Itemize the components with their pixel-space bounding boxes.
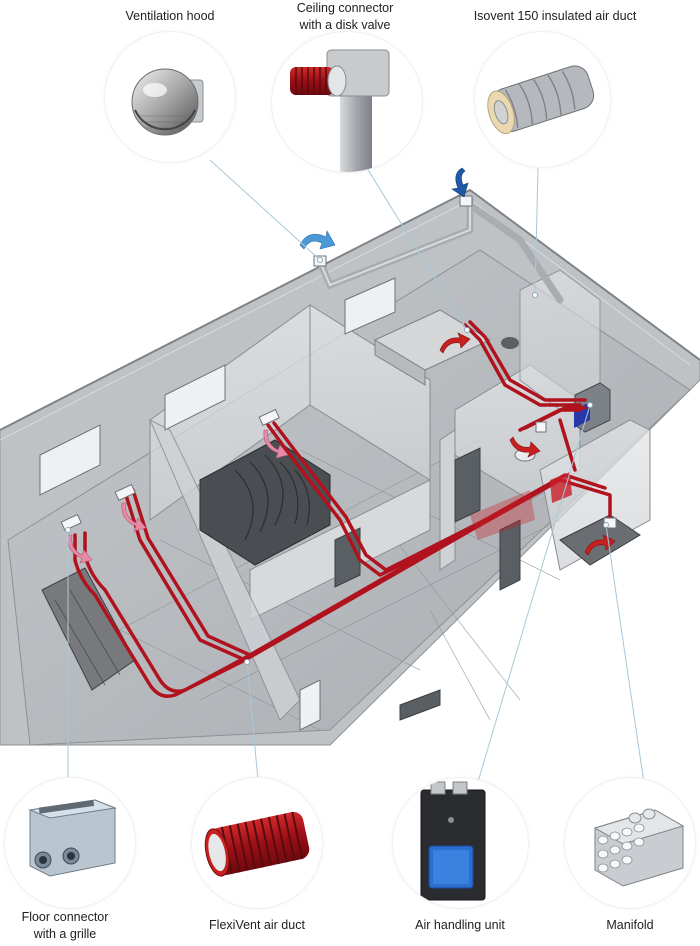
ceiling-connector-icon	[290, 65, 347, 97]
isovent-duct-circle	[475, 32, 610, 167]
exhaust-air-arrow	[299, 230, 336, 250]
label-ventilation-hood: Ventilation hood	[125, 9, 215, 23]
label-floor-connector-line1: Floor connector	[21, 910, 109, 924]
extract-air-arrows	[439, 332, 616, 556]
label-ceiling-connector-line1: Ceiling connector	[296, 1, 394, 15]
supply-air-arrows	[67, 429, 289, 564]
flexivent-duct-circle	[192, 778, 322, 908]
label-isovent-duct: Isovent 150 insulated air duct	[473, 9, 637, 23]
flexivent-duct-network	[73, 320, 612, 698]
floor-connector-icon	[28, 799, 117, 877]
ceiling-connector-circle	[272, 32, 422, 172]
flexivent-duct-icon	[204, 811, 310, 877]
floor-connector-circle	[5, 778, 135, 908]
manifold-icon	[593, 808, 685, 887]
label-floor-connector-line2: with a grille	[33, 927, 97, 941]
ventilation-hood-icon	[131, 68, 199, 136]
label-air-handling-unit: Air handling unit	[415, 918, 505, 932]
air-handling-unit-icon	[420, 781, 486, 901]
windows	[39, 277, 396, 731]
label-ceiling-connector: Ceiling connector with a disk valve	[270, 0, 420, 34]
fresh-air-arrow	[451, 167, 469, 198]
label-ceiling-connector-line2: with a disk valve	[299, 18, 391, 32]
label-floor-connector: Floor connector with a grille	[0, 909, 130, 943]
bed	[199, 439, 331, 566]
building-roof-edge	[0, 188, 700, 431]
ventilation-hood-circle	[105, 32, 235, 162]
leader-lines	[67, 159, 646, 791]
air-handling-unit-circle	[393, 778, 528, 908]
label-manifold: Manifold	[606, 918, 654, 932]
label-flexivent-duct: FlexiVent air duct	[209, 918, 305, 932]
manifold-circle	[565, 778, 695, 908]
isovent-duct-icon	[487, 65, 595, 135]
